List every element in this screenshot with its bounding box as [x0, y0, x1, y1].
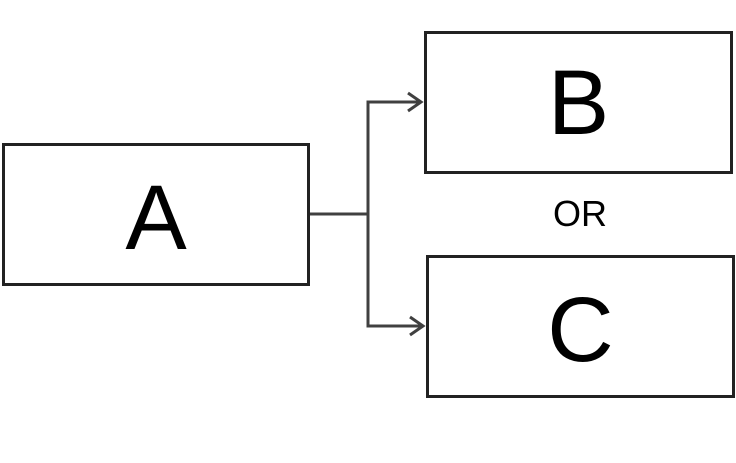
node-a-box: A	[2, 143, 310, 286]
arrowhead-b	[407, 91, 424, 113]
node-c-label: C	[547, 278, 614, 381]
or-label: OR	[553, 193, 607, 234]
node-c-box: C	[426, 255, 735, 398]
node-b-box: B	[424, 31, 733, 174]
node-a-label: A	[125, 166, 187, 269]
edge-a-to-b	[366, 100, 420, 214]
node-b-label: B	[547, 51, 610, 154]
edge-a-to-c	[366, 214, 422, 328]
arrowhead-c	[409, 315, 426, 337]
